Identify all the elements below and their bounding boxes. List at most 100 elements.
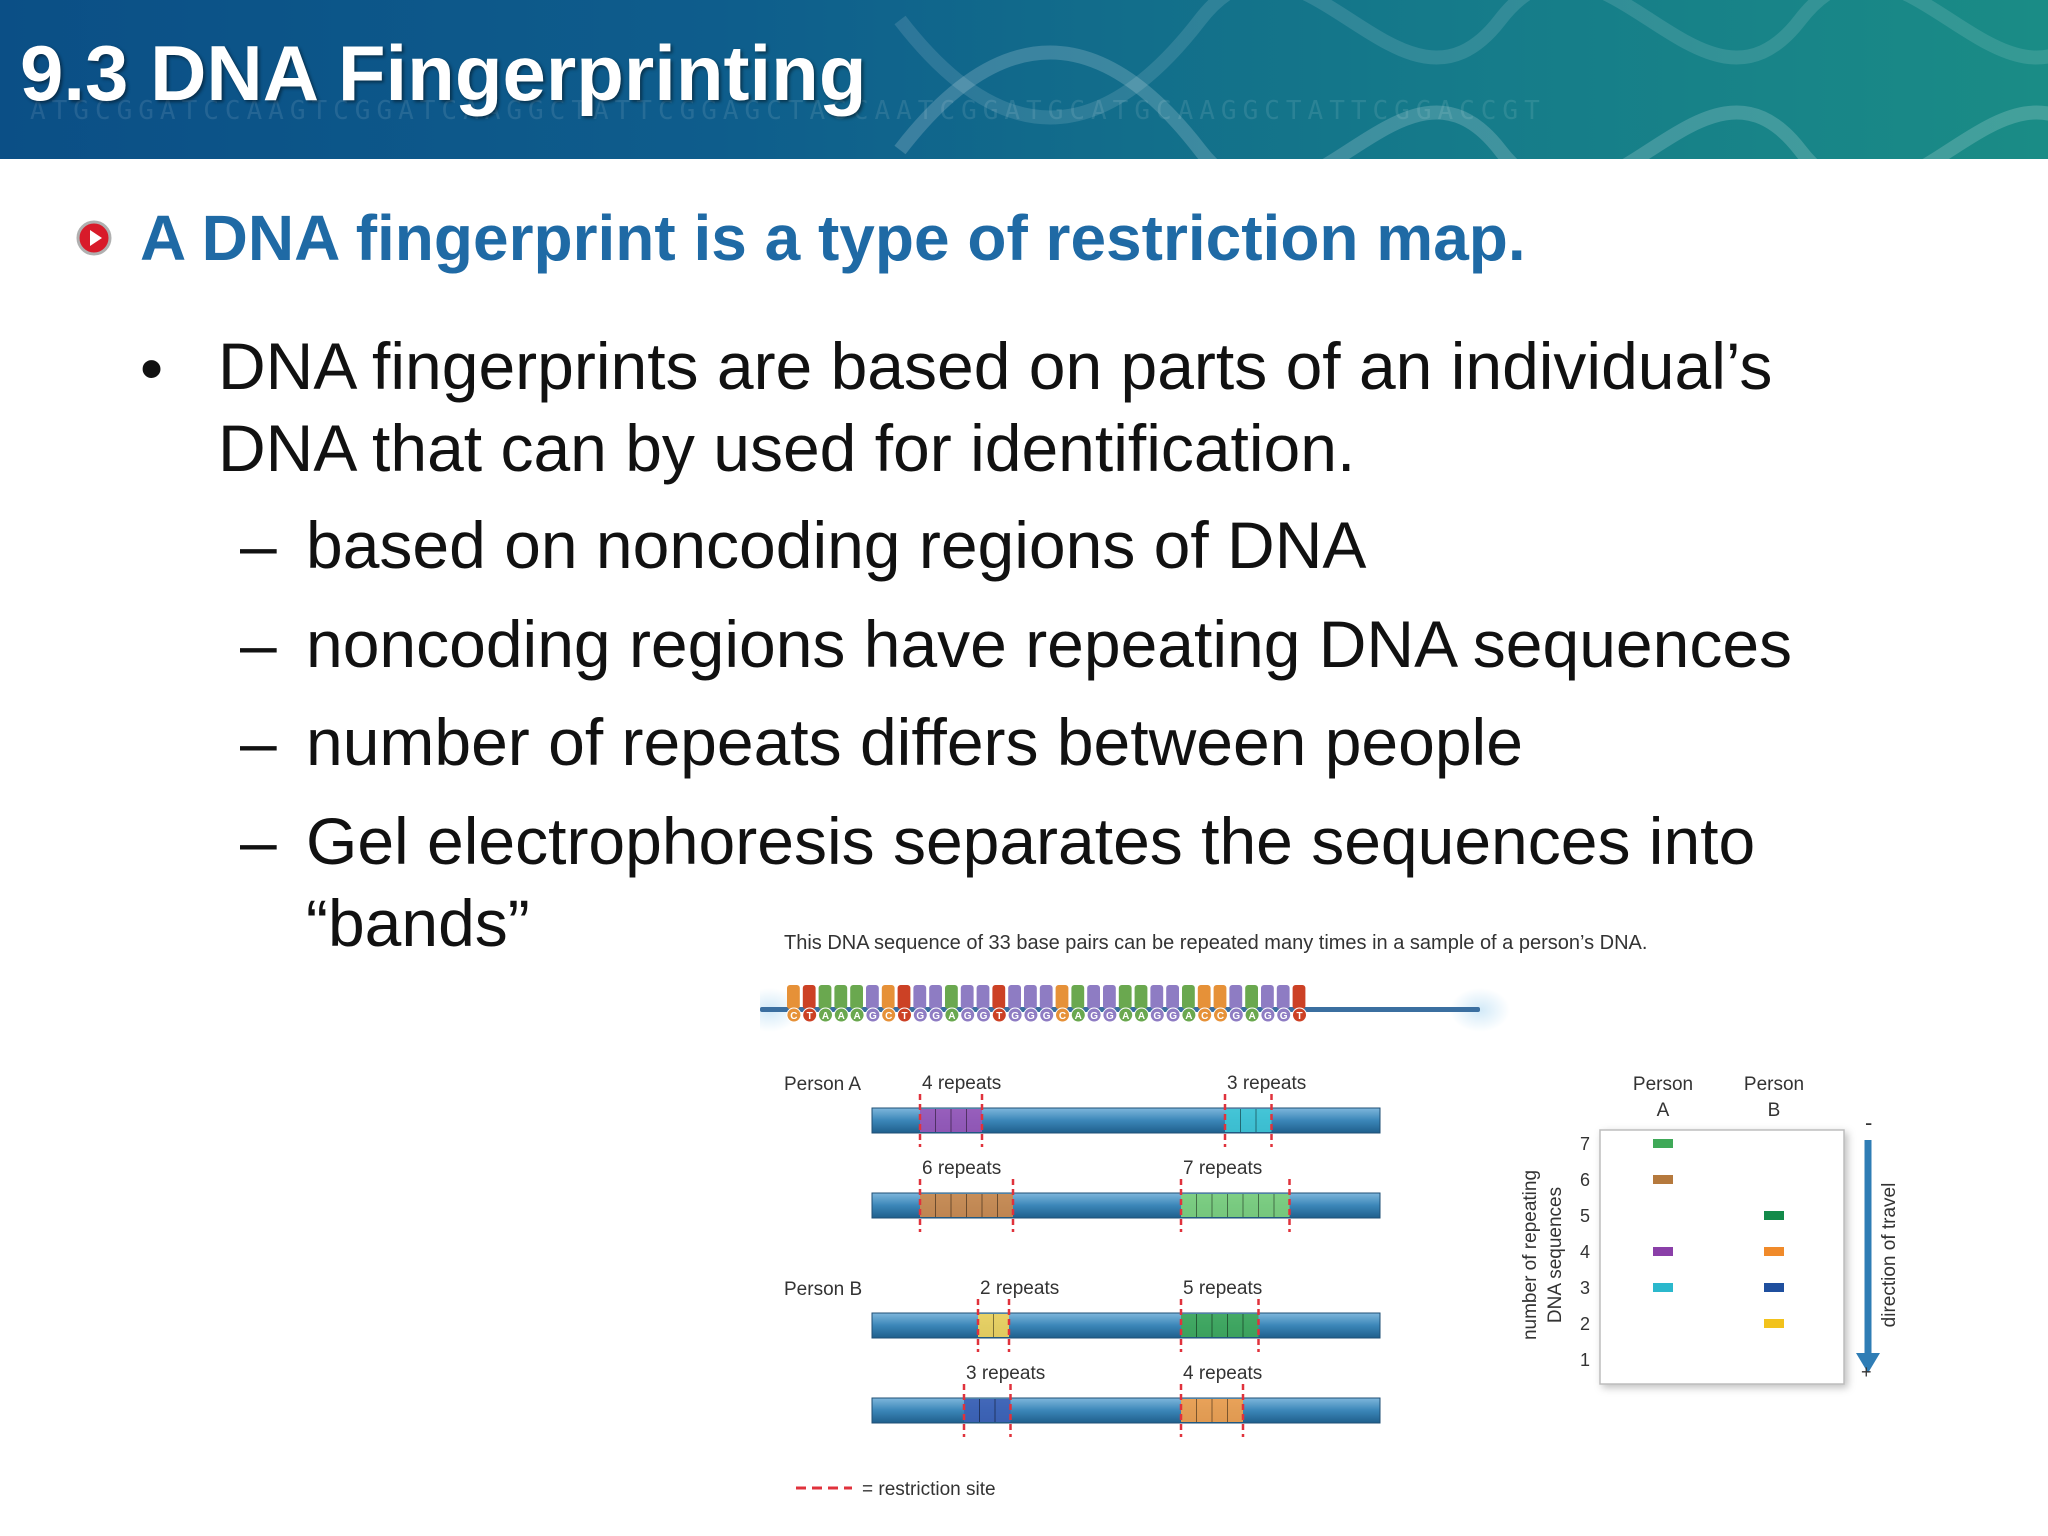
repeat-count-label: 4 repeats	[922, 1073, 1001, 1094]
sequence-base-node	[1007, 1007, 1023, 1023]
gel-band-person-b	[1764, 1283, 1784, 1292]
sequence-base-block	[850, 985, 863, 1009]
dna-fingerprint-figure: This DNA sequence of 33 base pairs can b…	[760, 925, 1920, 1515]
repeat-count-label: 4 repeats	[1183, 1363, 1262, 1384]
sequence-base-letter: G	[1090, 1011, 1098, 1022]
gel-col-a-label-1: Person	[1633, 1074, 1693, 1095]
gel-tick-label: 5	[1580, 1206, 1590, 1226]
sequence-base-block	[1166, 985, 1179, 1009]
dash-marker: –	[240, 705, 277, 779]
sequence-base-letter: G	[916, 1011, 924, 1022]
repeat-region	[920, 1109, 982, 1132]
sequence-base-node	[833, 1007, 849, 1023]
gel-band-person-a	[1653, 1283, 1673, 1292]
sequence-base-block	[897, 985, 911, 1009]
sequence-base-letter: C	[1217, 1011, 1224, 1022]
sequence-base-letter: T	[996, 1011, 1002, 1022]
sequence-base-block	[818, 985, 832, 1009]
repeat-count-label: 7 repeats	[1183, 1158, 1262, 1179]
sequence-base-letter: A	[1122, 1011, 1129, 1022]
sequence-base-block	[1103, 985, 1116, 1009]
sequence-base-block	[1071, 985, 1085, 1009]
repeat-count-label: 5 repeats	[1183, 1278, 1262, 1299]
repeat-region	[1181, 1314, 1259, 1337]
sequence-base-block	[1087, 985, 1100, 1009]
sub-bullet-1: based on noncoding regions of DNA	[306, 508, 1367, 582]
figure-caption: This DNA sequence of 33 base pairs can b…	[784, 932, 1647, 954]
sequence-base-node	[1102, 1007, 1118, 1023]
sequence-base-node	[1165, 1007, 1181, 1023]
sequence-base-letter: G	[1106, 1011, 1114, 1022]
sequence-base-block	[1292, 985, 1306, 1009]
title-banner: ATGCGGATCCAAGTCGGATCAAGGCTATTCGGAGCTAGCA…	[0, 0, 2048, 159]
sequence-base-letter: A	[1075, 1011, 1082, 1022]
bullet-dot: •	[140, 331, 164, 405]
main-heading: A DNA fingerprint is a type of restricti…	[140, 202, 1526, 274]
sequence-base-node	[881, 1007, 897, 1023]
direction-arrow-icon	[1856, 1353, 1880, 1373]
repeat-count-label: 2 repeats	[980, 1278, 1059, 1299]
dash-marker: –	[240, 508, 277, 582]
dash-marker: –	[240, 607, 277, 681]
sequence-texture: ATGCGGATCCAAGTCGGATCAAGGCTATTCGGAGCTAGCA…	[30, 96, 1546, 126]
sequence-base-node	[976, 1007, 991, 1023]
sequence-base-node	[1228, 1007, 1244, 1023]
gel-tick-label: 1	[1580, 1350, 1590, 1370]
sequence-base-block	[1008, 985, 1021, 1009]
sequence-base-letter: G	[1043, 1011, 1051, 1022]
sequence-base-node	[1086, 1007, 1102, 1023]
sequence-base-node	[1039, 1007, 1055, 1023]
sequence-base-block	[787, 985, 800, 1009]
sequence-base-block	[913, 985, 927, 1009]
sequence-base-node	[991, 1007, 1007, 1023]
dna-strand	[871, 1397, 1381, 1424]
sequence-base-letter: G	[980, 1011, 988, 1022]
gel-panel: Person A Person B number of repeating DN…	[1520, 1074, 1900, 1385]
gel-band-person-b	[1764, 1247, 1784, 1256]
sequence-base-letter: A	[1185, 1011, 1192, 1022]
sequence-base-block	[1276, 985, 1290, 1009]
sequence-base-block	[1055, 985, 1069, 1009]
sequence-base-node	[1244, 1007, 1260, 1023]
sequence-base-letter: G	[1169, 1011, 1177, 1022]
sequence-base-node	[849, 1007, 865, 1023]
dna-strand	[871, 1312, 1381, 1339]
gel-tick-label: 7	[1580, 1134, 1590, 1154]
sequence-base-node	[1070, 1007, 1086, 1023]
person-a-label: Person A	[784, 1074, 861, 1095]
sequence-base-block	[1182, 985, 1195, 1009]
dash-marker: –	[240, 804, 277, 878]
sequence-base-block	[1024, 985, 1037, 1009]
sequence-base-letter: A	[1248, 1011, 1255, 1022]
sequence-base-block	[1150, 985, 1164, 1009]
person-b-label: Person B	[784, 1279, 862, 1300]
sequence-base-node	[912, 1007, 928, 1023]
gel-minus-sign: -	[1865, 1110, 1872, 1135]
sequence-base-block	[834, 985, 848, 1009]
sequence-base-letter: G	[1280, 1011, 1288, 1022]
sequence-base-block	[802, 985, 816, 1009]
sub-bullet-4: Gel electrophoresis separates the sequen…	[306, 804, 1756, 878]
sequence-base-letter: A	[948, 1011, 955, 1022]
gel-band-person-a	[1653, 1139, 1673, 1148]
gel-band-person-a	[1653, 1175, 1673, 1184]
sequence-base-node	[960, 1007, 976, 1023]
sequence-base-block	[1261, 985, 1274, 1009]
sequence-base-letter: G	[1153, 1011, 1161, 1022]
sequence-base-letter: A	[1138, 1011, 1145, 1022]
gel-tick-label: 3	[1580, 1278, 1590, 1298]
sequence-base-block	[1039, 985, 1053, 1009]
restriction-site-legend-label: = restriction site	[862, 1479, 996, 1500]
gel-axis-label-1: number of repeating	[1520, 1170, 1541, 1340]
sequence-base-node	[1118, 1007, 1134, 1023]
sequence-base-block	[929, 985, 942, 1009]
sequence-base-node	[1055, 1007, 1070, 1023]
sequence-base-letter: A	[822, 1011, 829, 1022]
repeat-region	[1181, 1399, 1243, 1422]
sequence-base-letter: G	[964, 1011, 972, 1022]
sub-bullet-3: number of repeats differs between people	[306, 705, 1523, 779]
gel-band-person-a	[1653, 1247, 1673, 1256]
sequence-base-node	[944, 1007, 960, 1023]
